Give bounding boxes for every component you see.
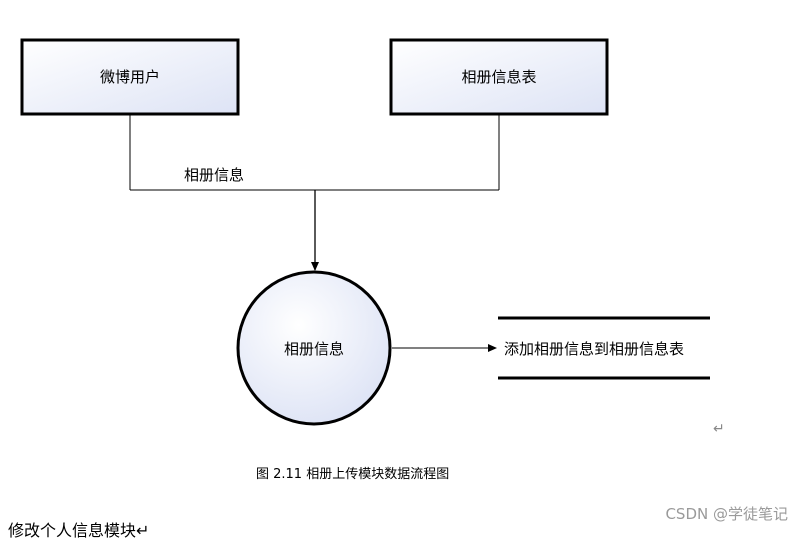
process-album-info: 相册信息 <box>236 270 392 426</box>
entity-album-info-table: 相册信息表 <box>389 38 609 116</box>
process-label: 相册信息 <box>284 340 344 358</box>
figure-caption: 图 2.11 相册上传模块数据流程图 <box>256 467 450 482</box>
watermark: CSDN @学徒笔记 <box>665 505 788 523</box>
data-store: 添加相册信息到相册信息表 <box>498 316 710 380</box>
entity-album-info-table-label: 相册信息表 <box>461 68 536 86</box>
flow-label: 相册信息 <box>184 166 244 184</box>
data-store-label: 添加相册信息到相册信息表 <box>504 340 684 358</box>
paragraph-mark: ↵ <box>713 421 725 437</box>
section-heading: 修改个人信息模块↵ <box>8 521 150 540</box>
entity-weibo-user: 微博用户 <box>20 38 240 116</box>
entity-weibo-user-label: 微博用户 <box>100 68 160 86</box>
